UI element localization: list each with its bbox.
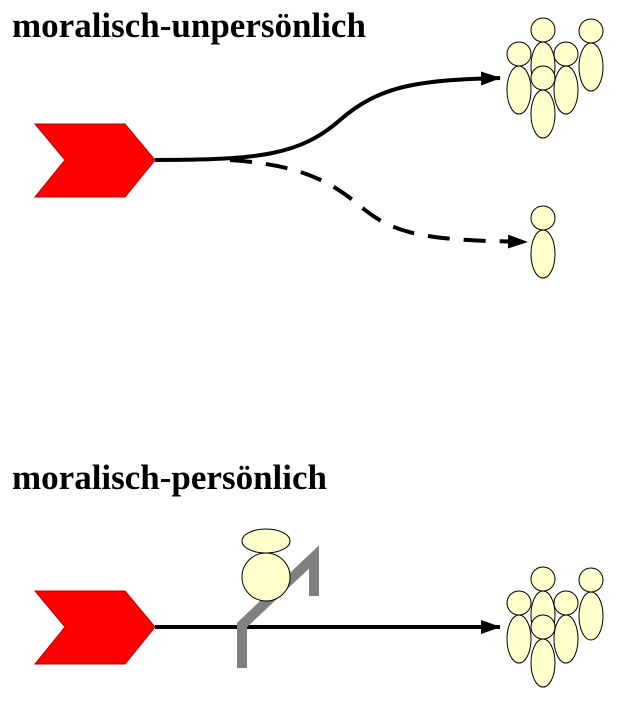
- trolley-arrow-impersonal: [33, 123, 156, 198]
- title-personal: moralisch-persönlich: [12, 458, 327, 497]
- group-of-five-people-top: [507, 18, 603, 138]
- trolley-arrow-personal: [33, 590, 156, 665]
- group-of-five-people-bottom: [507, 567, 603, 687]
- title-impersonal: moralisch-unpersönlich: [12, 6, 366, 45]
- single-person: [530, 205, 556, 279]
- track-main-impersonal: [154, 71, 501, 162]
- track-switch-dashed: [229, 158, 528, 249]
- bystander-person: [241, 528, 291, 602]
